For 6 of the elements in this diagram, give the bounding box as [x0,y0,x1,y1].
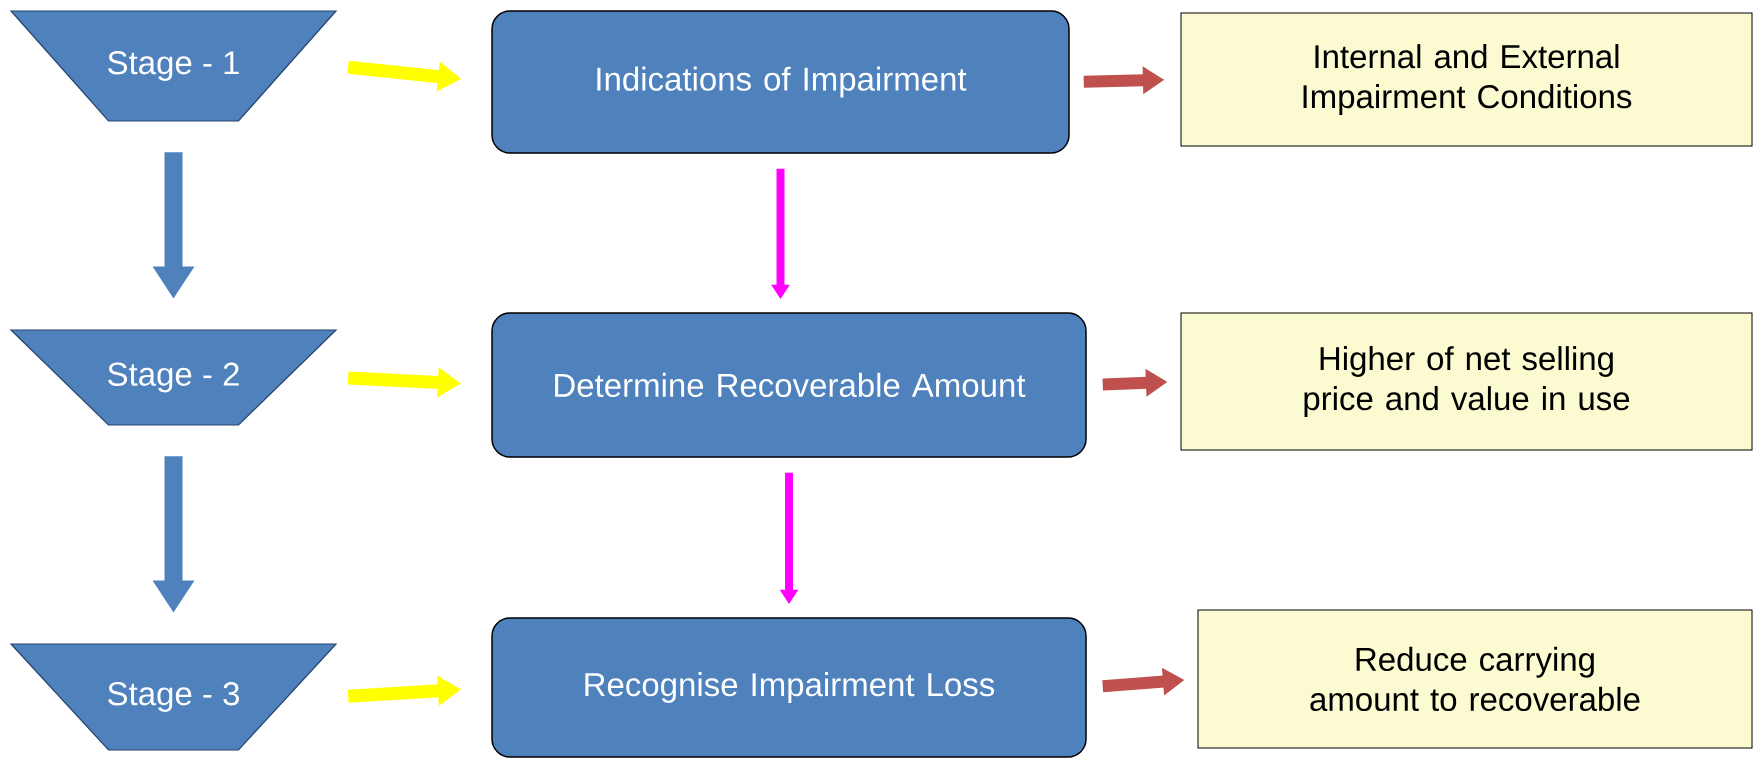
note-box: Internal and External Impairment Conditions [1180,12,1753,147]
note-box: Higher of net selling price and value in use [1180,312,1753,451]
process-box: Indications of Impairment [491,10,1070,154]
process-box: Recognise Impairment Loss [491,617,1087,758]
process-box: Determine Recoverable Amount [491,312,1087,458]
note-box: Reduce carrying amount to recoverable [1197,609,1753,749]
